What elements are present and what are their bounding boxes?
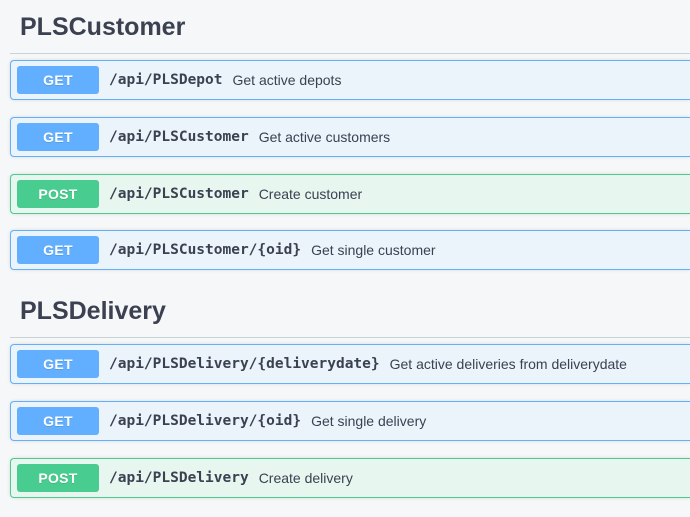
operation-path: /api/PLSCustomer/{oid} [109,242,302,258]
operation-path: /api/PLSDelivery [109,470,249,486]
operation-get-plscustomer-oid[interactable]: GET /api/PLSCustomer/{oid} Get single cu… [10,230,690,270]
operation-path: /api/PLSCustomer [109,129,249,145]
operation-path: /api/PLSCustomer [109,186,249,202]
operation-get-plsdelivery-deliverydate[interactable]: GET /api/PLSDelivery/{deliverydate} Get … [10,344,690,384]
operation-post-plscustomer[interactable]: POST /api/PLSCustomer Create customer [10,174,690,214]
section-title-plsdelivery[interactable]: PLSDelivery [20,297,166,325]
method-badge-get: GET [17,407,99,435]
operation-summary: Get active customers [258,129,391,145]
method-badge-get: GET [17,123,99,151]
operation-get-plsdepot[interactable]: GET /api/PLSDepot Get active depots [10,60,690,100]
method-badge-post: POST [17,180,99,208]
operation-summary: Get single customer [311,242,436,258]
operation-get-plsdelivery-oid[interactable]: GET /api/PLSDelivery/{oid} Get single de… [10,401,690,441]
section-divider [10,53,690,54]
method-badge-get: GET [17,236,99,264]
method-badge-post: POST [17,464,99,492]
operation-path: /api/PLSDelivery/{deliverydate} [109,356,380,372]
operation-summary: Create delivery [258,470,353,486]
operation-get-plscustomer[interactable]: GET /api/PLSCustomer Get active customer… [10,117,690,157]
method-badge-get: GET [17,66,99,94]
operation-summary: Get active deliveries from deliverydate [389,356,627,372]
operation-path: /api/PLSDelivery/{oid} [109,413,302,429]
section-title-plscustomer[interactable]: PLSCustomer [20,13,186,41]
operation-path: /api/PLSDepot [109,72,223,88]
operation-summary: Get active depots [232,72,342,88]
operation-summary: Get single delivery [311,413,427,429]
operation-summary: Create customer [258,186,363,202]
section-divider [10,337,690,338]
method-badge-get: GET [17,350,99,378]
operation-post-plsdelivery[interactable]: POST /api/PLSDelivery Create delivery [10,458,690,498]
